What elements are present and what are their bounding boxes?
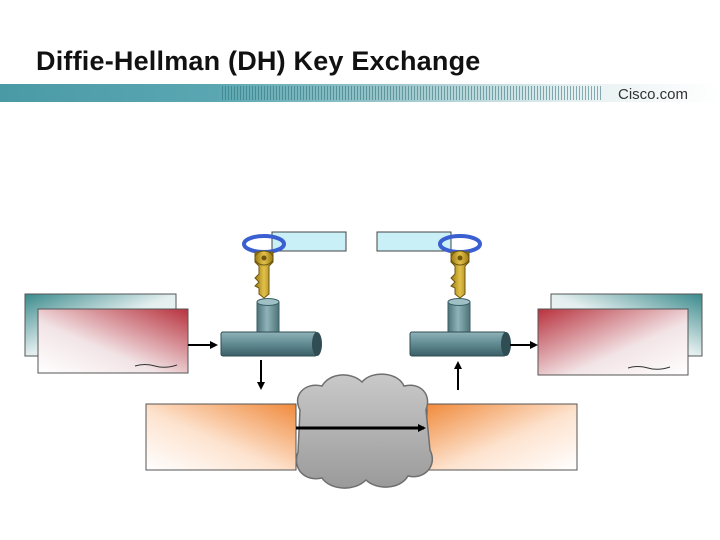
slide-title: Diffie-Hellman (DH) Key Exchange (36, 46, 481, 76)
header-band (0, 84, 720, 102)
right-signature-mark (627, 366, 671, 370)
right-pipe-stem (447, 301, 471, 337)
left-pipe-body (220, 331, 318, 357)
left-signature-mark (134, 364, 178, 368)
cisco-brand-logo: Cisco.com (618, 86, 689, 103)
left-orange-panel (145, 403, 297, 471)
left-document-front (37, 308, 189, 374)
right-orange-panel (426, 403, 578, 471)
left-key-label-box (271, 231, 347, 252)
left-pipe-stem (256, 301, 280, 337)
left-pipe (220, 298, 322, 357)
left-document-stack (24, 293, 189, 374)
right-document-stack (537, 293, 703, 376)
network-cloud-icon (295, 373, 433, 489)
right-pipe-body (409, 331, 507, 357)
right-key-label-box (376, 231, 452, 252)
key-icon (242, 234, 286, 299)
key-icon (438, 234, 482, 299)
right-document-front (537, 308, 689, 376)
right-pipe (409, 298, 511, 357)
